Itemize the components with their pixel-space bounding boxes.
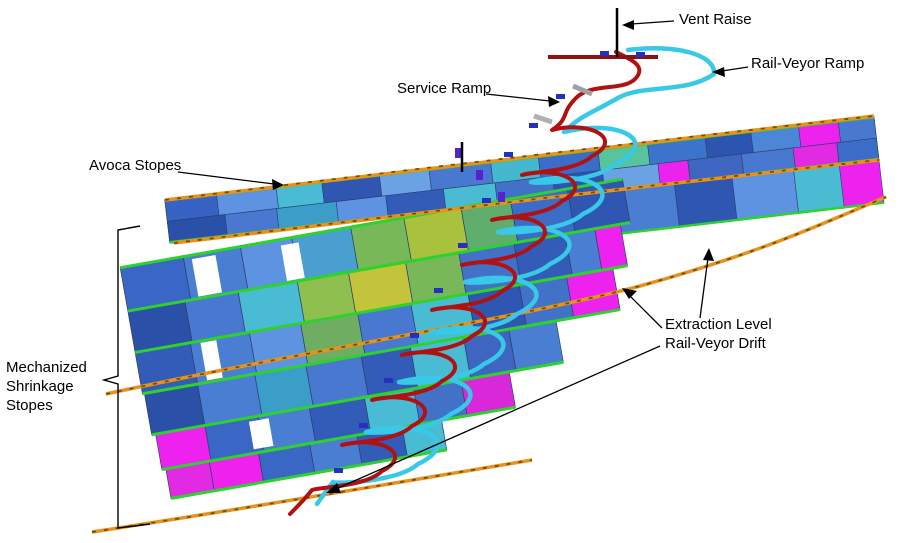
- polygon-shape: [548, 96, 560, 107]
- polygon-shape: [712, 67, 725, 77]
- label-mechanized-shrinkage-stopes: Mechanized Shrinkage Stopes: [6, 359, 87, 414]
- rect-shape: [476, 170, 483, 180]
- rect-shape: [482, 198, 491, 203]
- arrow-extraction-upper: [699, 248, 714, 319]
- polygon-shape: [622, 288, 637, 299]
- service-ramp-spiral: [288, 50, 642, 516]
- arrow-rail-veyor-ramp: [712, 66, 749, 77]
- line-shape: [177, 171, 275, 185]
- line-shape: [127, 221, 631, 313]
- arrow-extraction-middle: [622, 288, 663, 329]
- rect-shape: [674, 176, 738, 228]
- line-shape: [629, 295, 663, 329]
- line-shape: [485, 93, 551, 102]
- polygon-shape: [622, 20, 634, 30]
- label-extraction-level-drift: Extraction Level Rail-Veyor Drift: [665, 316, 772, 352]
- rect-shape: [410, 333, 419, 338]
- polygon-shape: [326, 483, 341, 493]
- label-service-ramp: Service Ramp: [397, 80, 492, 97]
- line-shape: [142, 308, 621, 396]
- rect-shape: [636, 52, 645, 57]
- polygon-shape: [703, 248, 714, 261]
- ramp-access-marks: [334, 51, 658, 473]
- drift-extraction-level: [105, 195, 887, 396]
- line-shape: [631, 20, 675, 25]
- rect-shape: [556, 94, 565, 99]
- rect-shape: [529, 123, 538, 128]
- rect-shape: [455, 148, 462, 158]
- annotation-arrows: [101, 20, 749, 529]
- line-shape: [119, 177, 623, 270]
- line-shape: [533, 113, 553, 125]
- rect-shape: [600, 51, 609, 56]
- rect-shape: [334, 468, 343, 473]
- label-vent-raise: Vent Raise: [679, 11, 752, 28]
- line-shape: [161, 405, 516, 472]
- arrow-avoca-stopes: [177, 171, 284, 190]
- path-shape: [164, 115, 875, 201]
- line-shape: [699, 257, 709, 319]
- rect-shape: [731, 169, 799, 221]
- line-shape: [170, 448, 448, 500]
- path-shape: [105, 195, 887, 396]
- arrow-vent-raise: [622, 20, 675, 30]
- rect-shape: [191, 255, 223, 297]
- rect-shape: [280, 242, 305, 281]
- rect-shape: [498, 192, 505, 202]
- rect-shape: [504, 152, 513, 157]
- shrinkage-stopes-bracket: [101, 225, 151, 529]
- rect-shape: [434, 288, 443, 293]
- label-rail-veyor-ramp: Rail-Veyor Ramp: [751, 55, 865, 72]
- arrow-extraction-lower-long: [326, 345, 661, 493]
- rect-shape: [793, 164, 845, 214]
- line-shape: [134, 264, 628, 354]
- line-shape: [721, 66, 749, 72]
- rect-shape: [248, 418, 274, 450]
- polygon-shape: [272, 179, 284, 190]
- rect-shape: [384, 378, 393, 383]
- arrow-service-ramp: [485, 93, 560, 107]
- drift-top: [164, 114, 875, 202]
- drift-second: [173, 158, 880, 245]
- rect-shape: [359, 423, 368, 428]
- line-shape: [151, 360, 564, 437]
- path-shape: [173, 159, 880, 244]
- line-shape: [335, 345, 661, 490]
- rect-shape: [458, 243, 467, 248]
- line-shape: [572, 83, 593, 97]
- label-avoca-stopes: Avoca Stopes: [89, 157, 182, 174]
